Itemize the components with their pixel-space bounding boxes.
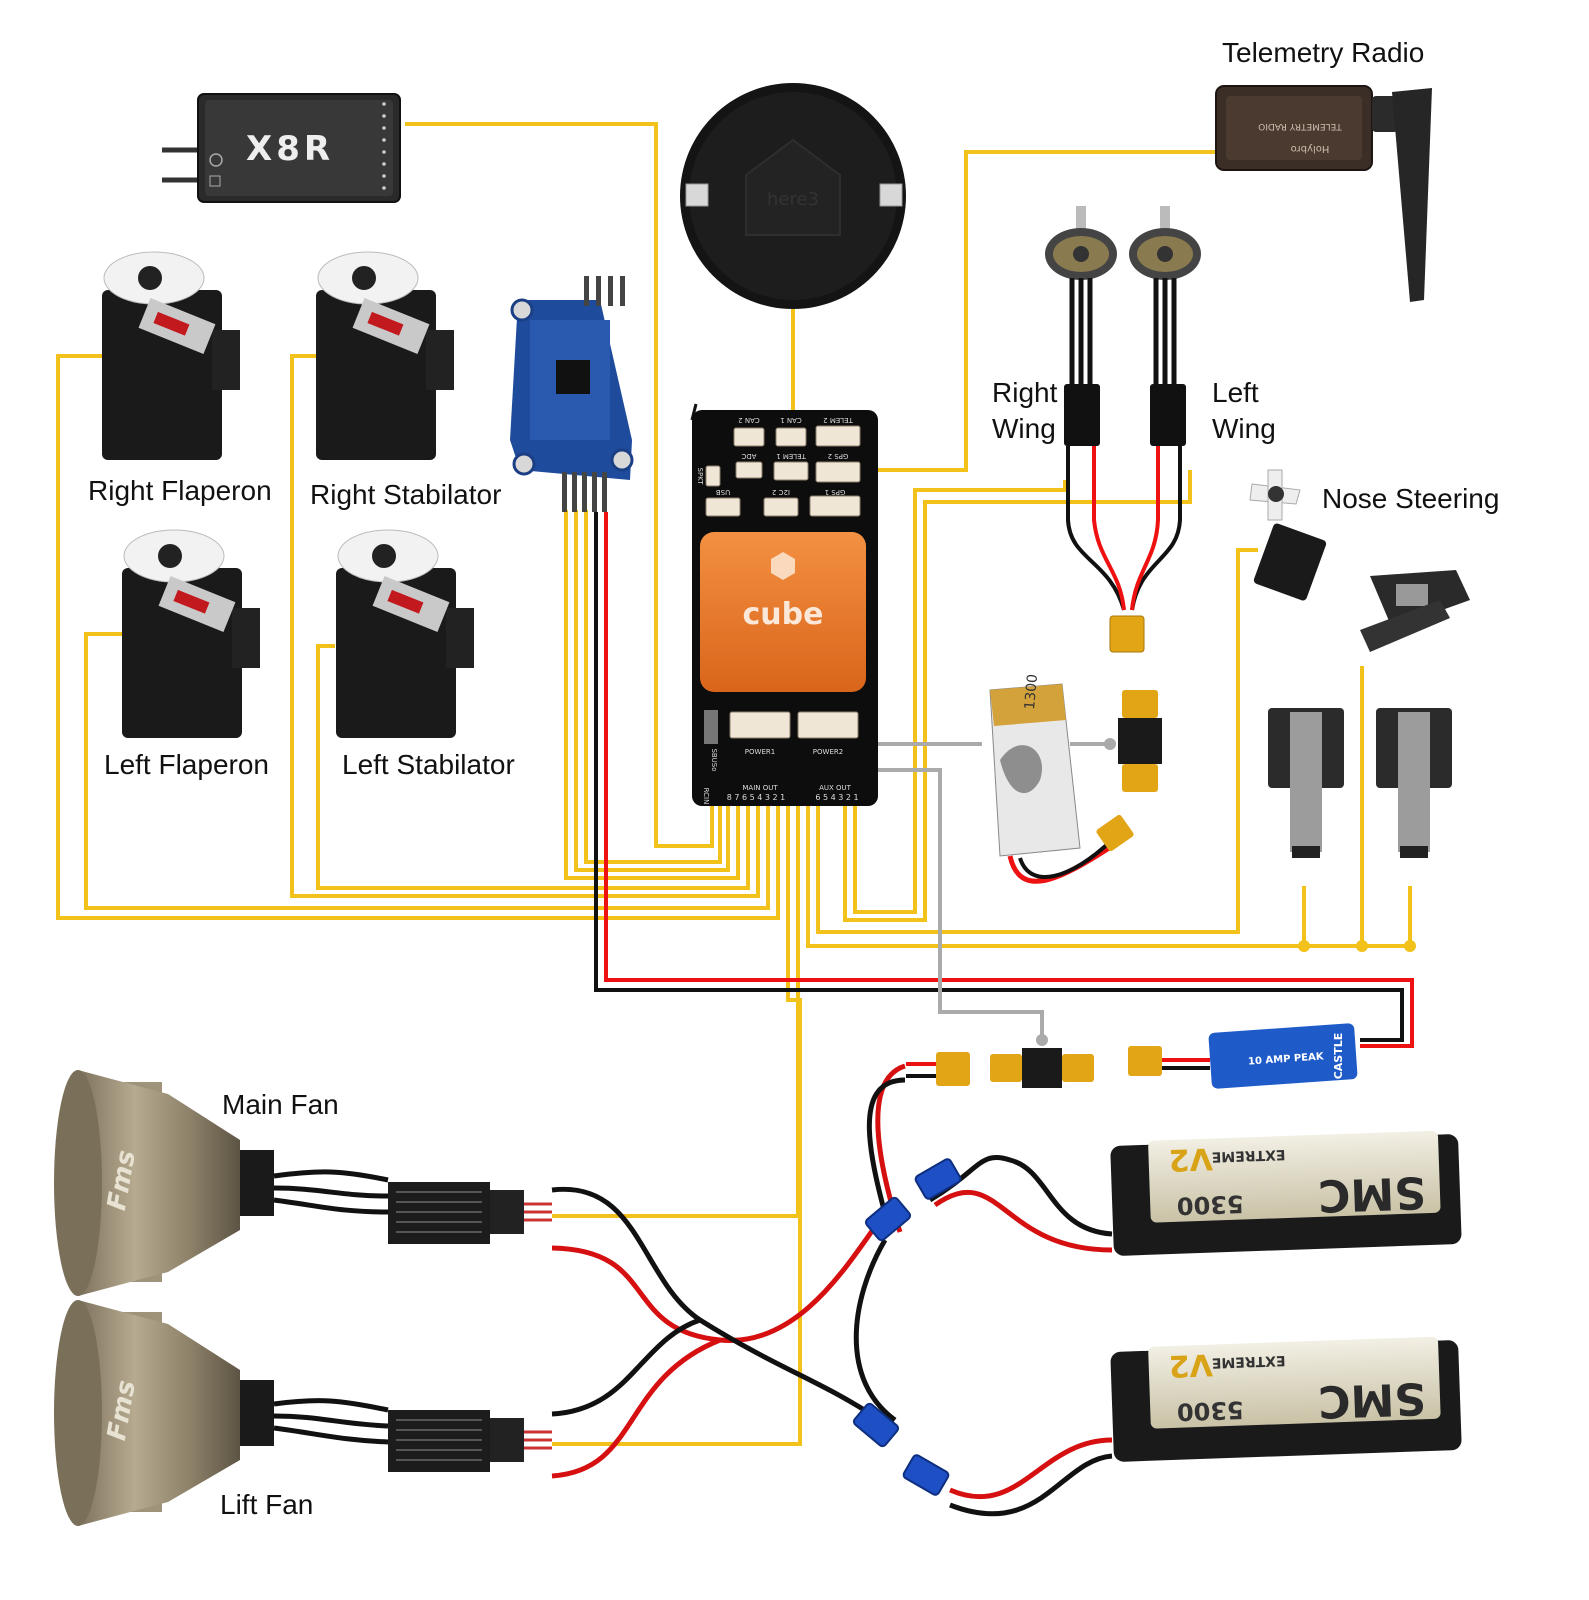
nose-retract <box>1360 570 1470 652</box>
right-wing-motor <box>1045 206 1126 611</box>
label-telemetry-radio: Telemetry Radio <box>1222 37 1424 68</box>
port-adc: ADC <box>741 452 756 460</box>
lipo-bottom-brand: SMC <box>1317 1372 1426 1427</box>
label-left-flaperon: Left Flaperon <box>104 749 269 780</box>
port-i2c2: I2C 2 <box>772 488 790 496</box>
port-sbus: SBUSo <box>710 748 718 771</box>
power-module-1 <box>1118 690 1162 792</box>
label-right-wing-line1: Right <box>992 377 1058 408</box>
left-wing-motor <box>1129 206 1201 611</box>
lipo-top-series: EXTREME <box>1211 1146 1285 1165</box>
label-left-stabilator: Left Stabilator <box>342 749 515 780</box>
port-main-nums: 8 7 6 5 4 3 2 1 <box>727 793 786 802</box>
lipo-battery-bottom: SMC V2 EXTREME 5300 <box>1110 1336 1462 1462</box>
lipo-bottom-series: EXTREME <box>1211 1352 1285 1371</box>
port-gps1: GPS 1 <box>825 488 846 496</box>
lipo-battery-top: SMC V2 EXTREME 5300 <box>1110 1130 1462 1256</box>
xt60-and-power-module <box>906 1048 1094 1088</box>
port-telem1: TELEM 1 <box>776 452 807 460</box>
port-spkt: SPKT <box>696 468 704 486</box>
port-power1: POWER1 <box>745 748 775 756</box>
label-left-wing-line2: Wing <box>1212 413 1276 444</box>
lift-fan-edf: Fms <box>54 1300 552 1526</box>
label-main-fan: Main Fan <box>222 1089 339 1120</box>
small-lipo-battery: 1300 <box>989 673 1134 884</box>
ec5-connectors <box>852 1158 962 1496</box>
main-retract-left <box>1376 708 1452 858</box>
cube-autopilot: CAN 2 CAN 1 TELEM 2 ADC TELEM 1 GPS 2 SP… <box>690 403 878 806</box>
cube-logo-text: cube <box>743 597 824 632</box>
gps-name: here3 <box>767 189 819 210</box>
lipo-bottom-capacity: 5300 <box>1176 1395 1244 1425</box>
port-power2: POWER2 <box>813 748 843 756</box>
x8r-receiver: X8R <box>162 93 401 203</box>
main-retract-right <box>1268 708 1344 858</box>
label-nose-steering: Nose Steering <box>1322 483 1499 514</box>
label-right-wing-line2: Wing <box>992 413 1056 444</box>
lipo-top-capacity: 5300 <box>1176 1189 1244 1219</box>
radio-model-text: TELEMETRY RADIO <box>1258 121 1343 131</box>
servo-left-flaperon <box>122 529 260 738</box>
power-distribution-board <box>510 276 634 512</box>
main-fan-edf: Fms <box>54 1070 552 1296</box>
label-right-flaperon: Right Flaperon <box>88 475 272 506</box>
small-lipo-label: 1300 <box>1022 673 1041 710</box>
castle-bec: 10 AMP PEAK CASTLE <box>1128 1023 1358 1089</box>
bec-amp-text: 10 AMP PEAK <box>1248 1051 1325 1067</box>
servo-right-stabilator <box>316 251 454 460</box>
port-main-out: MAIN OUT <box>742 784 778 792</box>
main-power-harness <box>551 1063 1113 1517</box>
port-aux-nums: 6 5 4 3 2 1 <box>815 793 858 802</box>
port-gps2: GPS 2 <box>828 452 849 460</box>
component-labels: Telemetry Radio Right Flaperon Right Sta… <box>88 37 1499 1520</box>
label-left-wing-line1: Left <box>1212 377 1259 408</box>
port-can1: CAN 1 <box>780 416 802 424</box>
port-rcin: RCIN <box>702 788 710 805</box>
label-lift-fan: Lift Fan <box>220 1489 313 1520</box>
nose-steering-servo <box>1249 469 1327 601</box>
port-aux-out: AUX OUT <box>819 784 852 792</box>
port-usb: USB <box>716 488 731 496</box>
bec-brand-text: CASTLE <box>1332 1033 1345 1080</box>
xt60-connector <box>1109 615 1145 653</box>
telemetry-radio: TELEMETRY RADIO Holybro <box>1215 85 1432 302</box>
receiver-name: X8R <box>246 129 334 169</box>
servo-right-flaperon <box>102 251 240 460</box>
label-right-stabilator: Right Stabilator <box>310 479 501 510</box>
port-can2: CAN 2 <box>738 416 760 424</box>
servo-left-stabilator <box>336 529 474 738</box>
port-telem2: TELEM 2 <box>823 416 854 424</box>
here3-gps: here3 <box>680 83 906 309</box>
signal-wires <box>56 122 1416 1446</box>
lipo-top-model: V2 <box>1168 1141 1213 1178</box>
radio-brand-text: Holybro <box>1291 143 1330 154</box>
lipo-top-brand: SMC <box>1317 1166 1426 1221</box>
lipo-bottom-model: V2 <box>1168 1347 1213 1384</box>
